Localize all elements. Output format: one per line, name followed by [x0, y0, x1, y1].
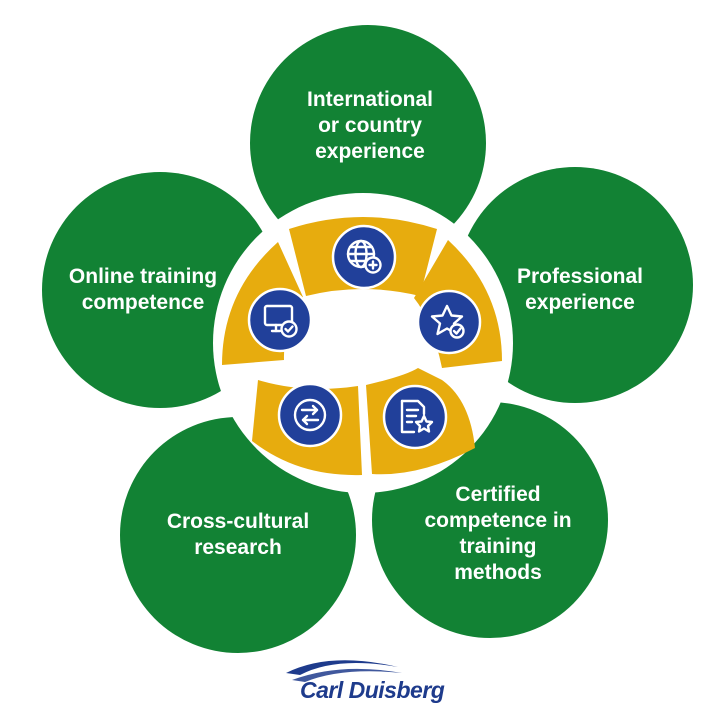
- logo-text: Carl Duisberg: [300, 677, 445, 703]
- logo-swoosh-icon: [286, 660, 402, 682]
- petal-label-certified: Certified competence in training methods: [424, 483, 572, 584]
- petal-international: [250, 25, 486, 261]
- star-check-icon: [430, 304, 465, 339]
- badge-exchange: [277, 382, 343, 448]
- badge-document: [382, 384, 448, 450]
- monitor-check-icon: [263, 304, 298, 338]
- petal-label-international: International or country experience: [306, 88, 434, 163]
- badge-monitor: [247, 287, 313, 353]
- petal-professional: [457, 167, 693, 403]
- badge-globe: [331, 224, 397, 290]
- petal-label-professional: Professional experience: [516, 265, 644, 314]
- exchange-arrows-icon: [293, 398, 327, 432]
- badge-star: [416, 289, 482, 355]
- petal-label-online: Online training competence: [68, 265, 218, 314]
- document-star-icon: [400, 399, 434, 434]
- globe-plus-icon: [346, 239, 382, 274]
- petal-label-cross-cultural: Cross-cultural research: [166, 510, 310, 559]
